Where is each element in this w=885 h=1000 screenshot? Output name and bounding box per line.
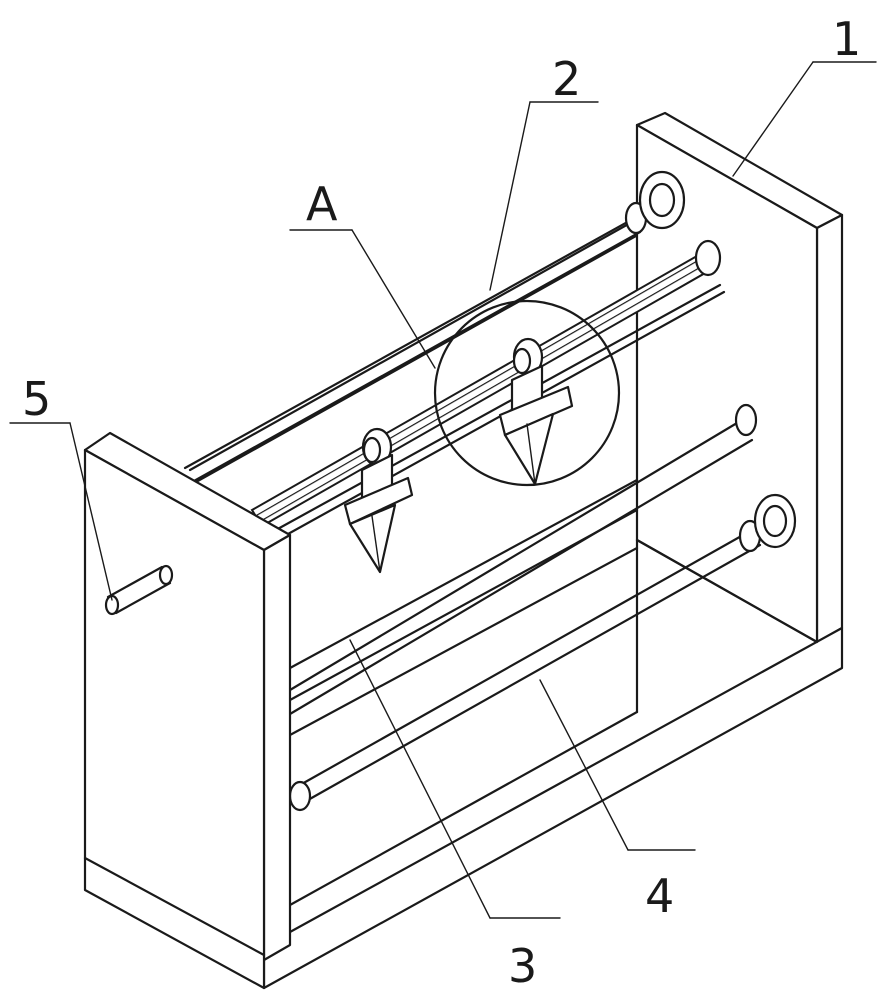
label-a: A [306,177,338,231]
cutter-assembly-right [498,337,574,486]
leader-lines [9,61,877,919]
lower-crossbars [288,478,639,737]
upper-back-rail [183,213,642,488]
cutter-assembly-left [343,427,414,574]
label-1: 1 [832,12,861,66]
upper-roller-shaft [188,170,686,484]
detail-circle-a [433,299,621,487]
bottom-roller [288,493,797,812]
base-frame [262,538,844,990]
middle-roller [288,403,758,716]
crank-handle [104,564,174,616]
label-2: 2 [552,52,581,106]
label-3: 3 [508,939,537,993]
label-5: 5 [22,372,51,426]
label-4: 4 [645,869,674,923]
